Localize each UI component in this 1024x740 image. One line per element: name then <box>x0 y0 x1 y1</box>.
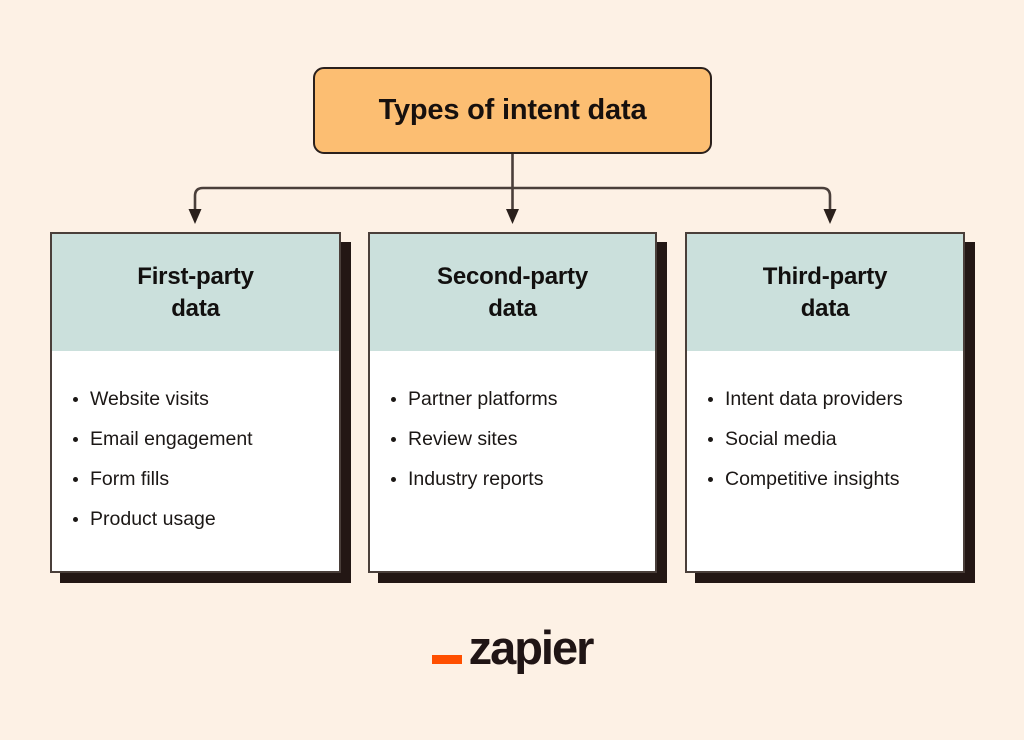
bullet-list-second-party: Partner platforms Review sites Industry … <box>386 379 645 499</box>
card-first-party: First-party data Website visits Email en… <box>50 232 341 573</box>
card-body-first-party: Website visits Email engagement Form fil… <box>52 351 339 539</box>
list-item: Website visits <box>73 379 329 419</box>
card-body-third-party: Intent data providers Social media Compe… <box>687 351 963 499</box>
arrowhead-right-icon <box>823 209 837 224</box>
card-heading-text: First-party data <box>137 263 254 322</box>
list-item: Social media <box>708 419 953 459</box>
card-heading-text: Third-party data <box>762 263 888 322</box>
card-header-third-party: Third-party data <box>687 234 963 351</box>
list-item: Industry reports <box>391 459 645 499</box>
list-item: Form fills <box>73 459 329 499</box>
list-item: Email engagement <box>73 419 329 459</box>
bullet-list-third-party: Intent data providers Social media Compe… <box>703 379 953 499</box>
card-third-party: Third-party data Intent data providers S… <box>685 232 965 573</box>
card-body-second-party: Partner platforms Review sites Industry … <box>370 351 655 499</box>
list-item: Partner platforms <box>391 379 645 419</box>
card-header-first-party: First-party data <box>52 234 339 351</box>
list-item: Review sites <box>391 419 645 459</box>
diagram-title-text: Types of intent data <box>378 94 647 126</box>
arrowhead-center-icon <box>506 209 519 224</box>
list-item: Competitive insights <box>708 459 953 499</box>
list-item: Product usage <box>73 499 329 539</box>
zapier-wordmark: zapier <box>468 621 595 674</box>
diagram-title-node: Types of intent data <box>313 67 712 154</box>
arrowhead-left-icon <box>188 209 202 224</box>
list-item: Intent data providers <box>708 379 953 419</box>
zapier-logo: zapier <box>0 621 1024 674</box>
card-second-party: Second-party data Partner platforms Revi… <box>368 232 657 573</box>
card-heading-text: Second-party data <box>437 263 588 322</box>
connector-branch-bar <box>193 186 832 210</box>
bullet-list-first-party: Website visits Email engagement Form fil… <box>68 379 329 539</box>
zapier-underscore-icon <box>431 654 462 664</box>
card-header-second-party: Second-party data <box>370 234 655 351</box>
